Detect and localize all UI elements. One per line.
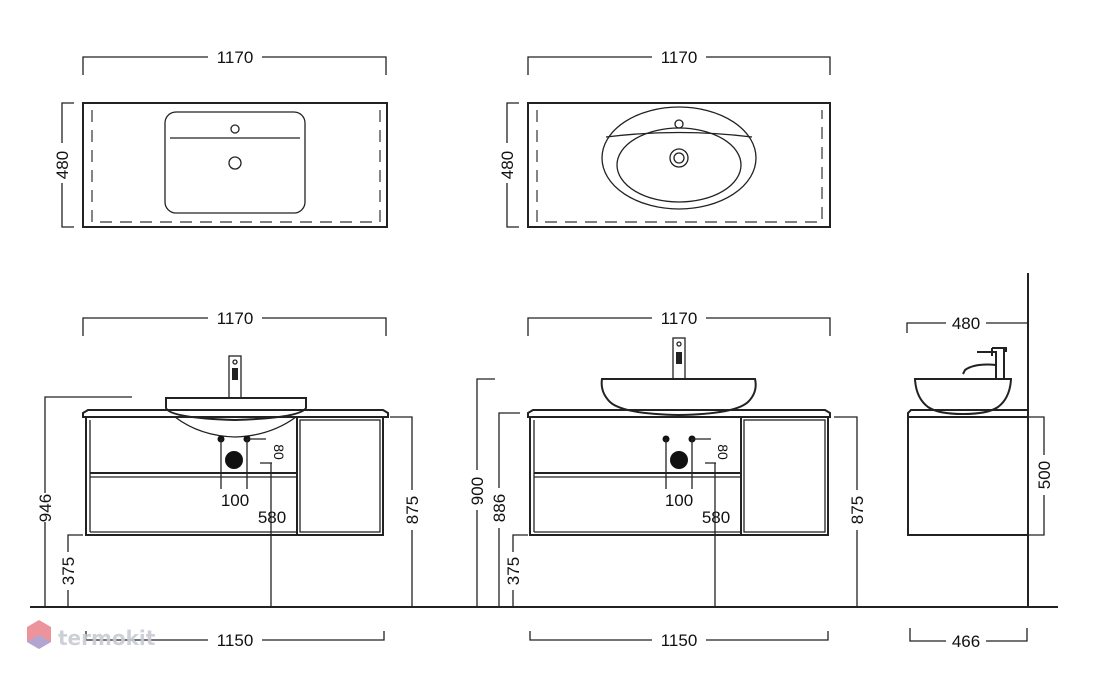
top-right-width-label: 1170: [661, 48, 698, 67]
faucet-icon: [672, 337, 686, 380]
front-left-bottom-width-label: 1150: [217, 631, 254, 650]
faucet-side-icon: [977, 347, 1007, 379]
countertop-outline-right: [527, 102, 831, 228]
basin-rect-top: [164, 111, 306, 214]
front-right-height-900-label: 900: [468, 477, 487, 505]
oval-basin-outer: [601, 106, 757, 210]
front-left-hole-spacing-label: 100: [221, 491, 249, 510]
front-right-drain-height-label: 580: [702, 508, 730, 527]
semi-recessed-basin: [165, 397, 307, 422]
front-left-floor-offset-label: 375: [59, 557, 78, 585]
cabinet-side: [907, 416, 1029, 536]
top-view-left: 1170 480: [53, 48, 388, 228]
countertop-outline-left: [82, 102, 388, 228]
cabinet-body-left: [85, 416, 384, 536]
side-depth-top-label: 480: [952, 314, 980, 333]
front-left-drain-height-label: 580: [258, 508, 286, 527]
top-left-width-label: 1170: [217, 48, 254, 67]
front-right-cabinet-top-label: 875: [848, 496, 867, 524]
side-depth-bottom-label: 466: [952, 632, 980, 651]
drain-hole-icon: [228, 156, 242, 170]
faucet-hole-icon: [230, 124, 240, 134]
front-right-height-886-label: 886: [490, 494, 509, 522]
front-view-left: 1170 100 80 580 946 375 875: [36, 309, 422, 650]
front-left-cabinet-top-label: 875: [403, 496, 422, 524]
open-shelf-right: [743, 419, 826, 533]
countertop-right: [527, 409, 831, 418]
faucet-hole-icon: [674, 119, 684, 129]
vessel-basin-side: [913, 378, 1013, 416]
side-cabinet-height-label: 500: [1035, 461, 1054, 489]
front-right-hole-offset-label: 80: [715, 444, 731, 460]
drain-outlet-icon: [225, 451, 243, 469]
cabinet-hidden-outline-left: [91, 110, 381, 223]
countertop-left: [82, 409, 389, 418]
front-right-top-width-label: 1170: [661, 309, 698, 328]
front-left-top-width-label: 1170: [217, 309, 254, 328]
oval-basin-inner: [616, 127, 742, 203]
front-left-hole-offset-label: 80: [271, 444, 287, 460]
top-view-right: 1170 480: [498, 48, 831, 228]
drain-outlet-icon: [670, 451, 688, 469]
side-view: 480 500 466: [906, 273, 1054, 651]
front-view-right: 1170 100 80 580 900 886 375 875 1: [468, 309, 867, 650]
top-right-depth-label: 480: [498, 151, 517, 179]
open-shelf-left: [299, 419, 381, 533]
front-right-floor-offset-label: 375: [504, 557, 523, 585]
vessel-basin: [600, 378, 757, 417]
brand-name: termokit: [58, 626, 156, 650]
top-left-depth-label: 480: [53, 151, 72, 179]
front-left-total-height-label: 946: [36, 494, 55, 522]
front-right-bottom-width-label: 1150: [661, 631, 698, 650]
faucet-icon: [228, 355, 242, 399]
cabinet-body-right: [529, 416, 829, 536]
cabinet-hidden-outline-right: [536, 110, 823, 223]
front-right-hole-spacing-label: 100: [665, 491, 693, 510]
brand-logo: termokit: [27, 620, 156, 650]
drain-ring-icon: [669, 148, 689, 168]
